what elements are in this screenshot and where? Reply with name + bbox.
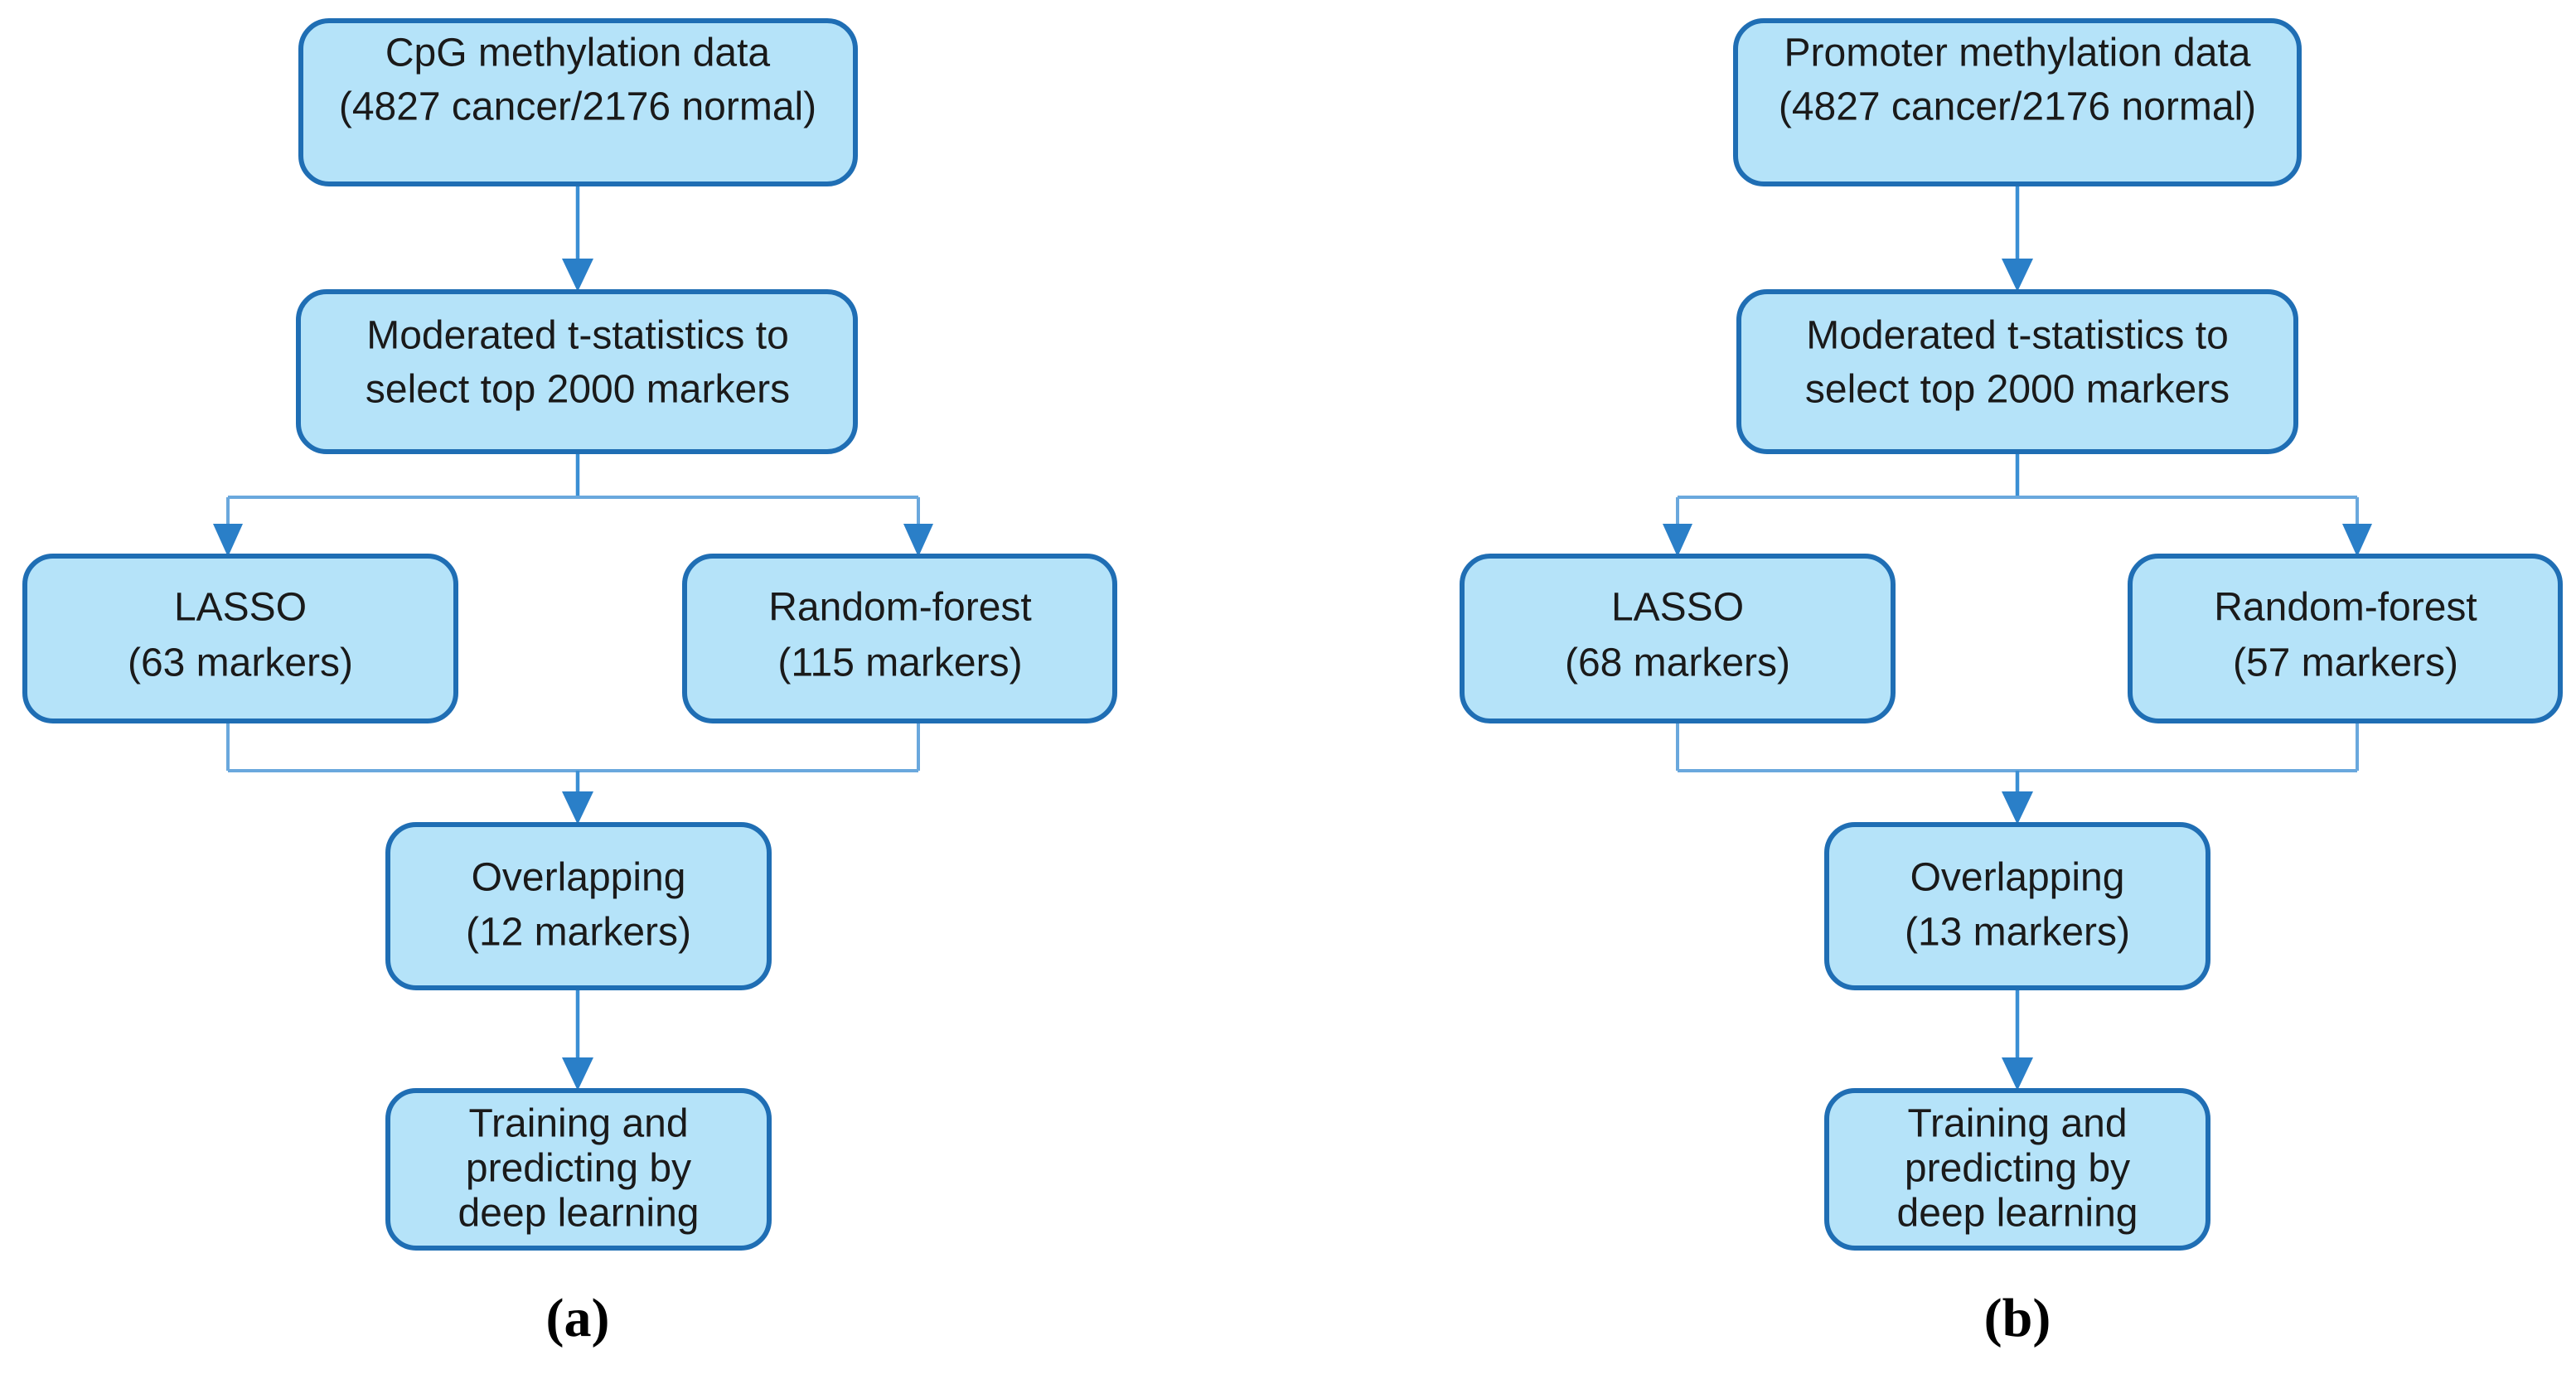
node-b-overlap-line2: (13 markers) [1905, 911, 2130, 955]
node-b-method-random-forest-line2: (57 markers) [2233, 641, 2458, 685]
node-a-model[interactable]: Training and predicting by deep learning [385, 1088, 772, 1251]
node-a-model-line1: Training and [468, 1102, 688, 1146]
node-b-feature-selection-line1: Moderated t-statistics to [1806, 314, 2229, 358]
node-a-method-random-forest-line1: Random-forest [768, 586, 1031, 630]
node-a-model-line2: predicting by [466, 1147, 691, 1191]
node-a-feature-selection-line1: Moderated t-statistics to [366, 314, 789, 358]
node-a-method-lasso-line2: (63 markers) [128, 641, 353, 685]
connector-a-source-to-selection [562, 184, 593, 292]
node-b-method-lasso-line1: LASSO [1611, 586, 1744, 630]
node-b-method-random-forest[interactable]: Random-forest (57 markers) [2128, 554, 2563, 723]
node-b-model[interactable]: Training and predicting by deep learning [1824, 1088, 2210, 1251]
node-a-data-source-line1: CpG methylation data [385, 31, 771, 75]
node-a-feature-selection-line2: select top 2000 markers [366, 368, 790, 412]
node-b-feature-selection-line2: select top 2000 markers [1805, 368, 2230, 412]
node-b-method-lasso[interactable]: LASSO (68 markers) [1460, 554, 1896, 723]
node-b-method-random-forest-line1: Random-forest [2214, 586, 2477, 630]
node-a-method-random-forest-line2: (115 markers) [777, 641, 1022, 685]
node-a-overlap-line2: (12 markers) [466, 911, 691, 955]
connector-b-overlap-to-model [2002, 988, 2033, 1091]
node-a-model-line3: deep learning [458, 1192, 700, 1236]
node-a-method-random-forest[interactable]: Random-forest (115 markers) [682, 554, 1117, 723]
connector-b-selection-branch [1663, 452, 2372, 557]
panel-b: Promoter methylation data (4827 cancer/2… [1460, 18, 2563, 1348]
connector-b-methods-merge [1676, 721, 2359, 825]
connector-b-source-to-selection [2002, 184, 2033, 292]
node-b-data-source-line1: Promoter methylation data [1784, 31, 2251, 75]
node-a-overlap[interactable]: Overlapping (12 markers) [385, 822, 772, 990]
node-a-data-source[interactable]: CpG methylation data (4827 cancer/2176 n… [298, 18, 858, 186]
connector-a-methods-merge [226, 721, 920, 825]
panel-a: CpG methylation data (4827 cancer/2176 n… [22, 18, 1117, 1348]
connector-a-overlap-to-model [562, 988, 593, 1091]
node-b-model-line2: predicting by [1905, 1147, 2130, 1191]
node-a-overlap-line1: Overlapping [472, 856, 686, 900]
node-b-model-line1: Training and [1907, 1102, 2127, 1146]
node-a-method-lasso[interactable]: LASSO (63 markers) [22, 554, 458, 723]
node-b-model-line3: deep learning [1897, 1192, 2138, 1236]
panel-label-a: (a) [546, 1288, 610, 1348]
node-a-method-lasso-line1: LASSO [174, 586, 307, 630]
node-b-data-source-line2: (4827 cancer/2176 normal) [1779, 85, 2256, 129]
node-b-overlap-line1: Overlapping [1910, 856, 2125, 900]
connector-a-selection-branch [213, 452, 933, 557]
node-b-data-source[interactable]: Promoter methylation data (4827 cancer/2… [1733, 18, 2302, 186]
node-b-overlap[interactable]: Overlapping (13 markers) [1824, 822, 2210, 990]
node-a-feature-selection[interactable]: Moderated t-statistics to select top 200… [296, 289, 858, 454]
node-a-data-source-line2: (4827 cancer/2176 normal) [339, 85, 816, 129]
panel-label-b: (b) [1984, 1288, 2051, 1348]
node-b-feature-selection[interactable]: Moderated t-statistics to select top 200… [1736, 289, 2298, 454]
node-b-method-lasso-line2: (68 markers) [1565, 641, 1790, 685]
